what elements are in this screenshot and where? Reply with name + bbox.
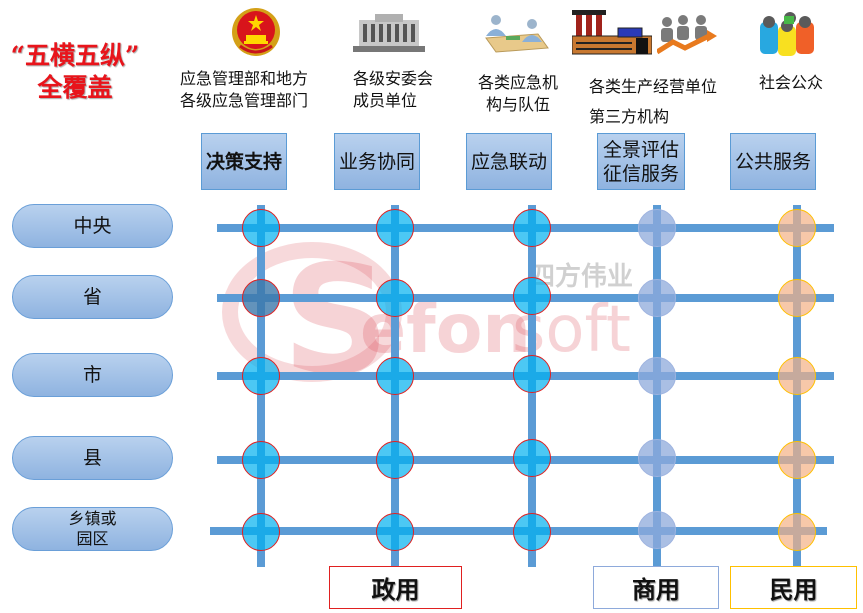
row-label: 中央 <box>73 215 112 237</box>
column-emergency-linkage: 应急联动 <box>466 133 552 190</box>
node-province-linkage <box>513 277 551 315</box>
diagram-title: “五横五纵” 全覆盖 <box>0 40 150 104</box>
entity-label-public: 社会公众 <box>759 72 823 94</box>
column-label: 公共服务 <box>734 150 811 173</box>
entity-label-line: 第三方机构 <box>589 107 670 126</box>
entity-label-line: 各类生产经营单位 <box>589 77 718 96</box>
node-central-linkage <box>513 209 551 247</box>
node-town-decision <box>242 513 280 551</box>
row-label: 市 <box>82 364 102 386</box>
entity-label-emergency-teams: 各类应急机 构与队伍 <box>475 72 561 116</box>
entity-label-line: 应急管理部和地方 <box>180 69 309 88</box>
node-province-decision <box>242 279 280 317</box>
entity-label-line: 社会公众 <box>759 73 824 92</box>
column-label: 决策支持 <box>205 150 282 173</box>
row-central: 中央 <box>12 204 173 248</box>
column-label: 全景评估 <box>602 138 679 161</box>
row-province: 省 <box>12 275 173 319</box>
node-town-linkage <box>513 513 551 551</box>
entity-label-emergency-dept: 应急管理部和地方 各级应急管理部门 <box>180 68 308 112</box>
node-province-evaluation <box>638 279 676 317</box>
entity-label-safety-committee: 各级安委会 成员单位 <box>353 68 433 112</box>
node-central-business <box>376 209 414 247</box>
node-county-business <box>376 441 414 479</box>
row-city: 市 <box>12 353 173 397</box>
row-label: 园区 <box>76 529 109 548</box>
category-civil-use: 民用 <box>730 566 857 609</box>
title-line-2: 全覆盖 <box>37 73 113 102</box>
row-county: 县 <box>12 436 173 480</box>
category-commercial-use: 商用 <box>593 566 719 609</box>
column-decision-support: 决策支持 <box>201 133 287 190</box>
entity-label-line: 各类应急机 <box>477 73 558 92</box>
category-label: 政用 <box>371 575 420 604</box>
category-label: 商用 <box>632 575 680 604</box>
node-county-decision <box>242 441 280 479</box>
node-city-business <box>376 357 414 395</box>
node-county-public <box>778 441 816 479</box>
business-growth-icon <box>657 14 717 56</box>
column-label: 应急联动 <box>470 150 547 173</box>
node-central-evaluation <box>638 209 676 247</box>
national-emblem-icon <box>230 6 282 58</box>
row-label: 县 <box>82 447 102 469</box>
column-evaluation-credit: 全景评估 征信服务 <box>597 133 685 190</box>
node-town-public <box>778 513 816 551</box>
column-public-service: 公共服务 <box>730 133 816 190</box>
column-label: 业务协同 <box>338 150 415 173</box>
node-province-public <box>778 279 816 317</box>
factory-icon <box>572 10 652 55</box>
node-county-evaluation <box>638 439 676 477</box>
node-city-decision <box>242 357 280 395</box>
svg-text:S: S <box>282 234 390 382</box>
node-city-linkage <box>513 355 551 393</box>
entity-label-line: 各级应急管理部门 <box>180 91 309 110</box>
entity-label-line: 成员单位 <box>353 91 418 110</box>
category-government-use: 政用 <box>329 566 462 609</box>
category-label: 民用 <box>769 575 818 604</box>
node-town-business <box>376 513 414 551</box>
row-label: 乡镇或 <box>68 509 117 528</box>
row-label: 省 <box>82 286 102 308</box>
entity-label-line: 构与队伍 <box>485 95 550 114</box>
entity-label-line: 各级安委会 <box>353 69 434 88</box>
node-city-public <box>778 357 816 395</box>
node-province-business <box>376 279 414 317</box>
column-label: 征信服务 <box>602 162 679 185</box>
crowd-icon <box>752 12 824 57</box>
node-town-evaluation <box>638 511 676 549</box>
node-county-linkage <box>513 439 551 477</box>
entity-label-production-units: 各类生产经营单位 第三方机构 <box>589 72 717 132</box>
row-town-park: 乡镇或 园区 <box>12 507 173 551</box>
node-central-public <box>778 209 816 247</box>
government-building-icon <box>353 12 425 52</box>
node-central-decision <box>242 209 280 247</box>
meeting-people-icon <box>478 12 550 54</box>
title-line-1: “五横五纵” <box>10 41 140 70</box>
column-business-collaboration: 业务协同 <box>334 133 420 190</box>
watermark-logo: S efon soft 四方伟业 <box>222 232 642 382</box>
node-city-evaluation <box>638 357 676 395</box>
